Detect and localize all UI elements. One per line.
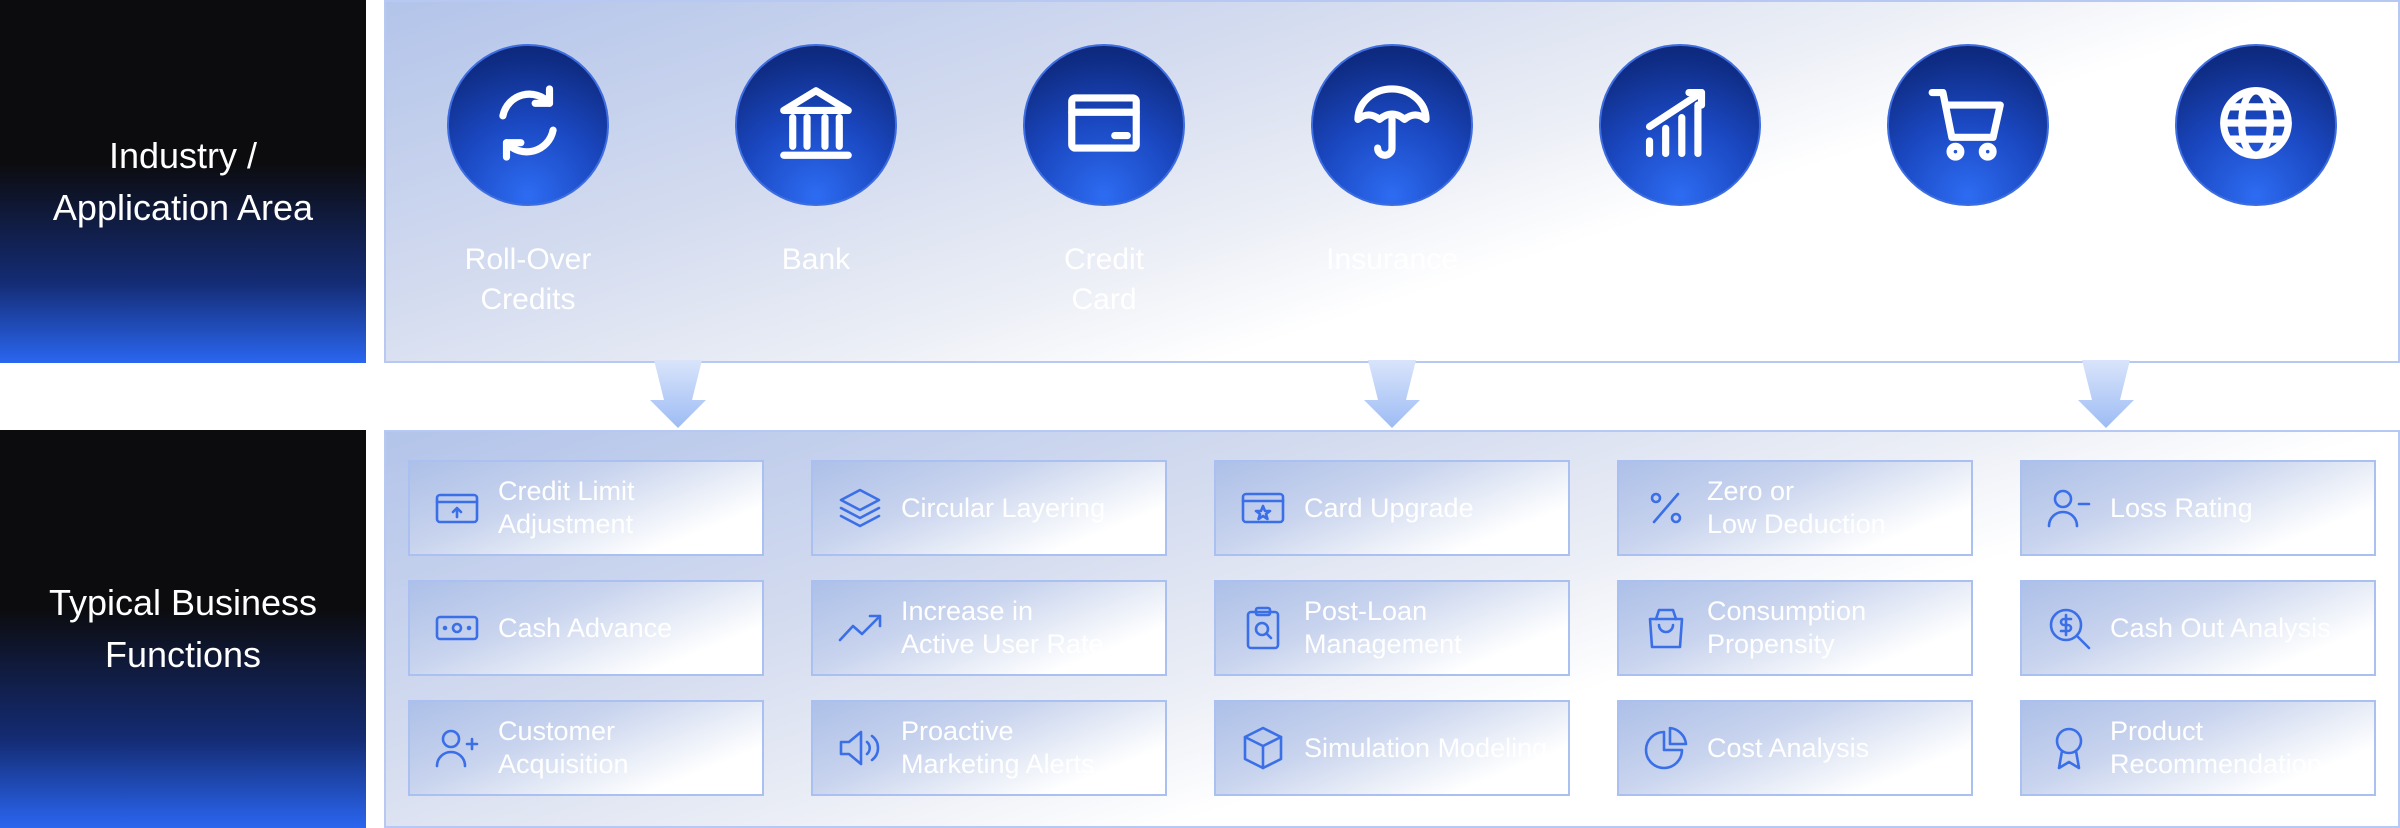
megaphone-icon: [835, 723, 885, 773]
function-card[interactable]: Loss Rating: [2020, 460, 2376, 556]
function-label: Consumption Propensity: [1707, 596, 1867, 659]
function-card[interactable]: Product Recommendation: [2020, 700, 2376, 796]
industry-item[interactable]: Insurance: [1292, 44, 1492, 280]
industry-icon-circle: [2175, 44, 2337, 206]
function-label: Card Upgrade: [1304, 492, 1474, 523]
function-card[interactable]: Cash Out Analysis: [2020, 580, 2376, 676]
industry-icon-circle: [1599, 44, 1761, 206]
credit-limit-card-icon: [432, 483, 482, 533]
row-label-functions: Typical Business Functions: [0, 430, 366, 828]
umbrella-icon: [1349, 80, 1435, 171]
card-star-icon: [1238, 483, 1288, 533]
function-label: Proactive Marketing Alerts: [901, 716, 1095, 779]
function-card[interactable]: Increase in Active User Rate: [811, 580, 1167, 676]
row-label-industry: Industry / Application Area: [0, 0, 366, 363]
industry-item[interactable]: [1580, 44, 1780, 240]
function-label: Circular Layering: [901, 492, 1106, 523]
industry-icon-circle: [1887, 44, 2049, 206]
trending-up-icon: [835, 603, 885, 653]
function-label: Cash Advance: [498, 612, 673, 643]
row-label-functions-text: Typical Business Functions: [48, 582, 318, 675]
industry-label: Bank: [781, 243, 851, 276]
function-card[interactable]: Circular Layering: [811, 460, 1167, 556]
function-label: Cost Analysis: [1707, 732, 1870, 763]
refresh-icon: [485, 80, 571, 171]
industry-item[interactable]: [2156, 44, 2356, 240]
function-label: Zero or Low Deduction: [1707, 476, 1886, 539]
industry-icon-circle: [447, 44, 609, 206]
function-label: Increase in Active User Rate: [901, 596, 1104, 659]
bank-icon: [773, 80, 859, 171]
user-plus-icon: [432, 723, 482, 773]
industry-label: Credit Card: [1063, 243, 1145, 316]
layers-icon: [835, 483, 885, 533]
function-card[interactable]: Simulation Modeling: [1214, 700, 1570, 796]
row-label-industry-text: Industry / Application Area: [52, 134, 314, 228]
award-icon: [2044, 723, 2094, 773]
globe-icon: [2213, 80, 2299, 171]
arrow-down-icon: [2078, 360, 2134, 428]
function-card[interactable]: Post-Loan Management: [1214, 580, 1570, 676]
cash-icon: [432, 603, 482, 653]
credit-card-icon: [1061, 80, 1147, 171]
clipboard-search-icon: [1238, 603, 1288, 653]
industry-item[interactable]: Roll-Over Credits: [428, 44, 628, 320]
shopping-bag-icon: [1641, 603, 1691, 653]
function-label: Simulation Modeling: [1304, 732, 1548, 763]
industry-icon-circle: [1311, 44, 1473, 206]
function-label: Credit Limit Adjustment: [498, 476, 635, 539]
industry-item[interactable]: Bank: [716, 44, 916, 280]
function-card[interactable]: Customer Acquisition: [408, 700, 764, 796]
growth-chart-icon: [1637, 80, 1723, 171]
function-card[interactable]: Consumption Propensity: [1617, 580, 1973, 676]
dollar-search-icon: [2044, 603, 2094, 653]
industry-icon-circle: [1023, 44, 1185, 206]
function-card[interactable]: Cash Advance: [408, 580, 764, 676]
industry-item[interactable]: [1868, 44, 2068, 240]
function-card[interactable]: Proactive Marketing Alerts: [811, 700, 1167, 796]
function-card[interactable]: Zero or Low Deduction: [1617, 460, 1973, 556]
industry-label: Insurance: [1326, 243, 1458, 276]
cube-icon: [1238, 723, 1288, 773]
pie-chart-icon: [1641, 723, 1691, 773]
arrow-down-icon: [650, 360, 706, 428]
function-label: Product Recommendation: [2110, 716, 2322, 779]
function-card[interactable]: Card Upgrade: [1214, 460, 1570, 556]
function-label: Customer Acquisition: [498, 716, 629, 779]
shopping-cart-icon: [1925, 80, 2011, 171]
function-label: Loss Rating: [2110, 492, 2253, 523]
function-card[interactable]: Credit Limit Adjustment: [408, 460, 764, 556]
industry-label: Roll-Over Credits: [464, 243, 592, 316]
user-minus-icon: [2044, 483, 2094, 533]
industry-icon-circle: [735, 44, 897, 206]
function-label: Post-Loan Management: [1304, 596, 1462, 659]
function-label: Cash Out Analysis: [2110, 612, 2331, 643]
function-card[interactable]: Cost Analysis: [1617, 700, 1973, 796]
industry-item[interactable]: Credit Card: [1004, 44, 1204, 320]
percent-icon: [1641, 483, 1691, 533]
arrow-down-icon: [1364, 360, 1420, 428]
